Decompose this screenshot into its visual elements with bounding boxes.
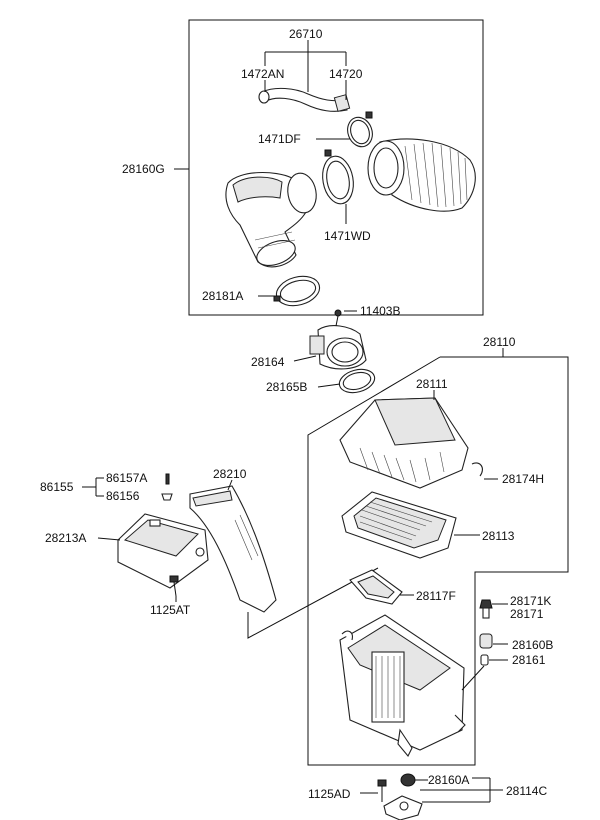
breather-hose bbox=[258, 87, 351, 112]
bolt-28171 bbox=[479, 599, 493, 619]
leader-lines bbox=[82, 40, 508, 803]
label-28117F: 28117F bbox=[416, 589, 456, 603]
label-28113: 28113 bbox=[482, 529, 515, 543]
label-1471WD: 1471WD bbox=[324, 229, 371, 243]
air-cleaner-cover bbox=[339, 397, 483, 489]
label-14720: 14720 bbox=[329, 67, 363, 81]
label-86157A: 86157A bbox=[106, 471, 147, 485]
gasket-28165B bbox=[338, 368, 376, 394]
clamp-1471WD bbox=[322, 149, 354, 205]
label-1125AD: 1125AD bbox=[308, 787, 351, 801]
air-flow-sensor bbox=[309, 309, 367, 370]
clip-86156 bbox=[161, 493, 173, 501]
label-28160B: 28160B bbox=[512, 638, 553, 652]
collar-28161 bbox=[480, 654, 489, 666]
label-28174H: 28174H bbox=[502, 472, 544, 486]
label-86156: 86156 bbox=[106, 489, 140, 503]
label-28171: 28171 bbox=[510, 607, 544, 621]
label-11403B: 11403B bbox=[360, 304, 400, 318]
label-28161: 28161 bbox=[512, 653, 546, 667]
label-28160G: 28160G bbox=[122, 162, 165, 176]
label-28210: 28210 bbox=[213, 467, 247, 481]
clip-86157A bbox=[165, 473, 170, 485]
filter-element bbox=[341, 491, 457, 559]
part-labels: 26710 1472AN 14720 1471DF 28160G 1471WD … bbox=[40, 27, 553, 801]
label-1471DF: 1471DF bbox=[258, 132, 301, 146]
label-28110: 28110 bbox=[483, 335, 516, 349]
label-28160A: 28160A bbox=[428, 773, 469, 787]
clamp-1471DF bbox=[347, 111, 373, 148]
label-1125AT: 1125AT bbox=[150, 603, 191, 617]
label-86155: 86155 bbox=[40, 480, 74, 494]
bolt-1125AT bbox=[169, 575, 179, 597]
label-26710: 26710 bbox=[289, 27, 323, 41]
label-28164: 28164 bbox=[251, 355, 285, 369]
bracket-28114C bbox=[383, 795, 423, 820]
label-28213A: 28213A bbox=[45, 531, 86, 545]
bolt-1125AD bbox=[377, 779, 387, 802]
grommet-28160A bbox=[400, 773, 416, 787]
cover-28213A bbox=[117, 513, 209, 589]
seal-28117F bbox=[349, 569, 403, 605]
intake-duct-28210 bbox=[189, 485, 277, 613]
label-28171K: 28171K bbox=[510, 594, 551, 608]
label-28111: 28111 bbox=[416, 377, 448, 391]
lower-group-frame bbox=[307, 356, 569, 766]
grommet-28160B bbox=[479, 633, 493, 649]
label-28114C: 28114C bbox=[506, 784, 547, 798]
intake-bellows bbox=[367, 138, 476, 212]
air-cleaner-body bbox=[339, 614, 466, 757]
label-1472AN: 1472AN bbox=[241, 67, 284, 81]
label-28181A: 28181A bbox=[202, 289, 243, 303]
label-28165B: 28165B bbox=[266, 380, 307, 394]
clamp-28181A bbox=[273, 275, 321, 307]
duct-group-frame bbox=[247, 567, 379, 639]
resonator-duct bbox=[225, 171, 317, 268]
